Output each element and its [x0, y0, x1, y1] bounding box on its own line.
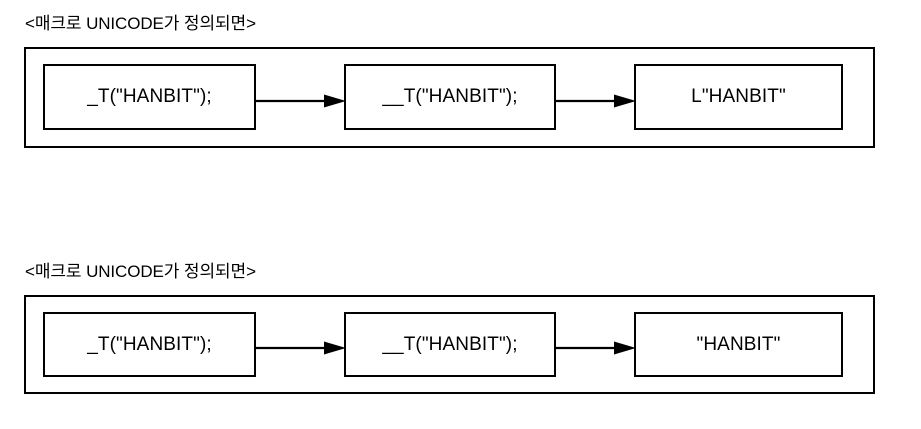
node-expanded-macro: __T("HANBIT"); — [344, 312, 556, 377]
flow-row: _T("HANBIT"); __T("HANBIT"); — [26, 49, 873, 146]
node-label: L"HANBIT" — [691, 86, 786, 107]
node-label: __T("HANBIT"); — [382, 333, 518, 355]
node-final-literal: "HANBIT" — [634, 312, 843, 377]
node-label: "HANBIT" — [696, 333, 781, 355]
section-title: <매크로 UNICODE가 정의되면> — [25, 262, 256, 281]
arrow-source-to-expanded — [256, 93, 346, 109]
node-label: _T("HANBIT"); — [87, 86, 212, 107]
node-label: __T("HANBIT"); — [382, 86, 518, 107]
arrow-source-to-expanded — [256, 340, 346, 356]
flow-container: _T("HANBIT"); __T("HANBIT"); — [24, 47, 875, 148]
arrow-expanded-to-literal — [556, 93, 636, 109]
flow-container: _T("HANBIT"); __T("HANBIT"); — [24, 295, 875, 394]
section-unicode-defined: <매크로 UNICODE가 정의되면> _T("HANBIT"); __T("H… — [0, 0, 921, 160]
section-title: <매크로 UNICODE가 정의되면> — [25, 14, 256, 33]
node-final-literal: L"HANBIT" — [634, 64, 843, 130]
node-label: _T("HANBIT"); — [87, 333, 212, 355]
node-source-macro: _T("HANBIT"); — [43, 64, 256, 130]
flow-row: _T("HANBIT"); __T("HANBIT"); — [26, 297, 873, 392]
arrow-expanded-to-literal — [556, 340, 636, 356]
section-unicode-not-defined: <매크로 UNICODE가 정의되면> _T("HANBIT"); __T("H… — [0, 248, 921, 408]
node-source-macro: _T("HANBIT"); — [43, 312, 256, 377]
node-expanded-macro: __T("HANBIT"); — [344, 64, 556, 130]
